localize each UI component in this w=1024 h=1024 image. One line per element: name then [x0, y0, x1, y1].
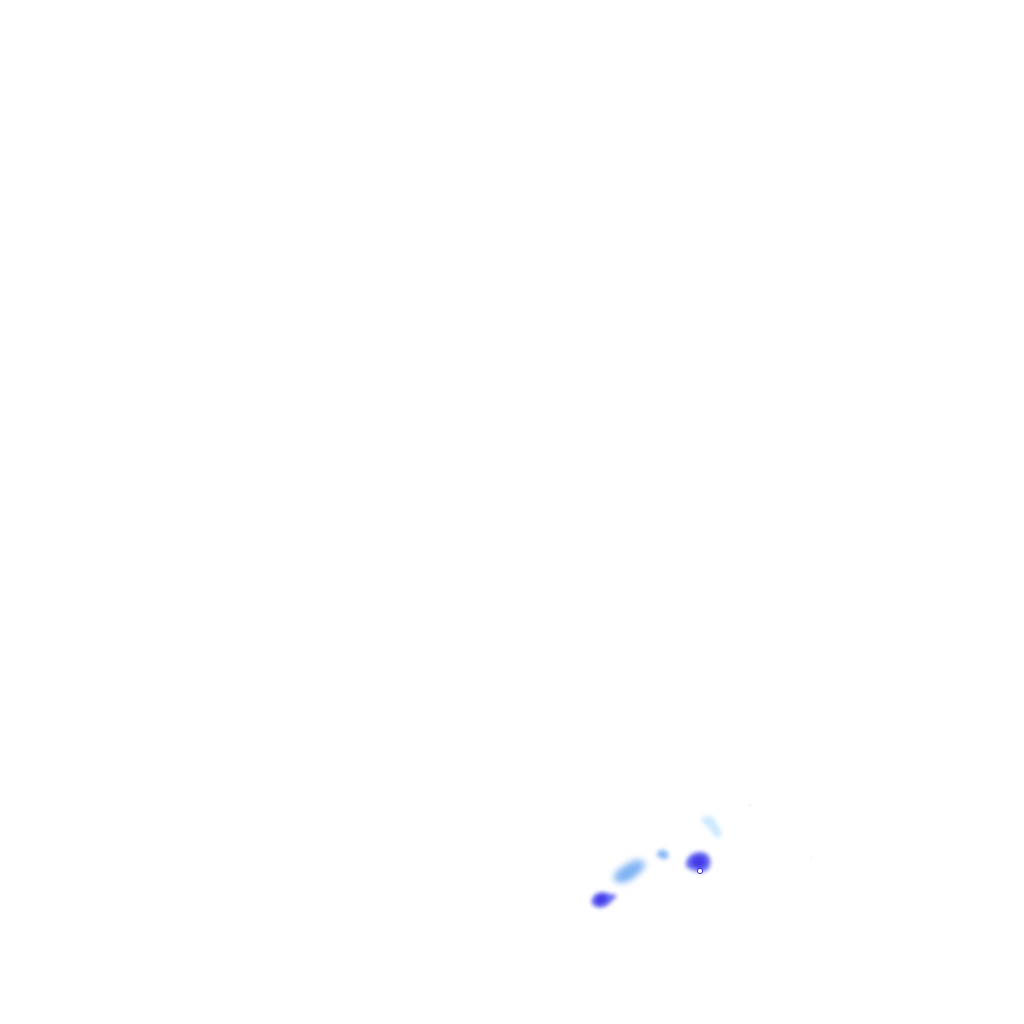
echo-core: [686, 851, 711, 874]
station-marker-icon[interactable]: [697, 868, 703, 874]
echo-southwest: [591, 892, 617, 908]
echo-north: [701, 816, 722, 838]
echo-small: [656, 849, 669, 860]
echo-speck: [749, 804, 751, 806]
echo-middle: [613, 859, 646, 883]
echo-speck: [810, 857, 812, 859]
